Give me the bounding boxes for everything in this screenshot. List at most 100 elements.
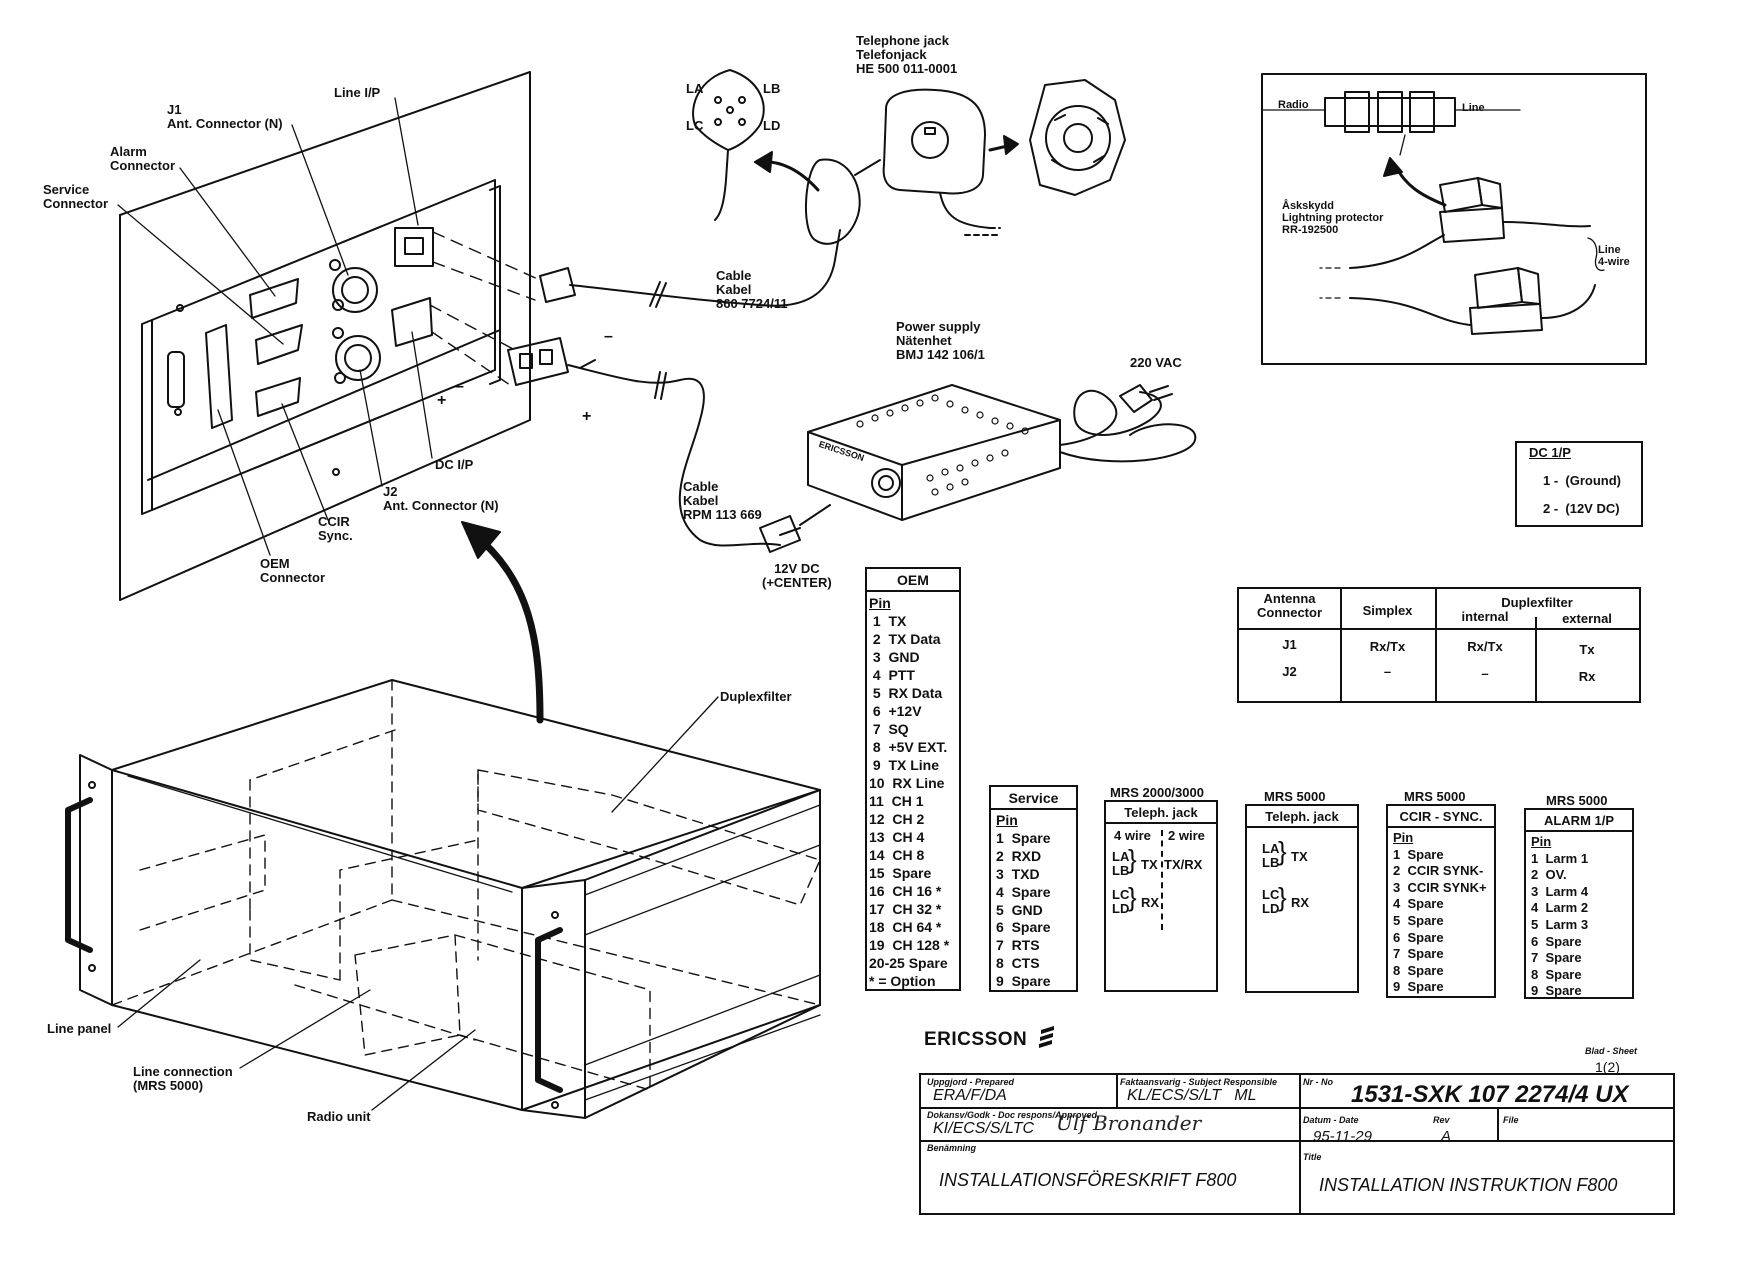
document-number: 1531-SXK 107 2274/4 UX: [1351, 1081, 1629, 1108]
inset-label-protector: Åskskydd Lightning protector RR-192500: [1282, 200, 1384, 236]
label-j2: J2 Ant. Connector (N): [383, 484, 499, 513]
rev-value: A: [1441, 1128, 1452, 1145]
oem-pin-row: 14 CH 8: [869, 847, 925, 863]
mrs2000-lc-ld: LC LD: [1112, 887, 1130, 916]
label-plus-b: +: [582, 408, 592, 425]
service-pin-row: 1 Spare: [996, 829, 1051, 846]
antenna-header-simplex: Simplex: [1362, 603, 1413, 618]
alarm-pin-row: 8 Spare: [1531, 966, 1582, 982]
label-ld: LD: [763, 118, 781, 133]
antenna-j2-connector: J2: [1282, 664, 1297, 679]
mrs2000-caption: MRS 2000/3000: [1110, 785, 1204, 800]
dc-ip-row-1: 1 - (Ground): [1543, 473, 1621, 488]
inset-label-radio: Radio: [1278, 99, 1309, 111]
mrs5000-tx: TX: [1291, 849, 1308, 864]
mrs2000-brace-1: }: [1128, 844, 1137, 874]
label-12v-dc: 12V DC (+CENTER): [762, 561, 832, 590]
mrs2000-col-2wire: 2 wire: [1168, 828, 1205, 843]
label-radio-unit: Radio unit: [307, 1109, 371, 1124]
rear-panel: [119, 71, 531, 601]
ccir-pin-row: 9 Spare: [1393, 979, 1444, 995]
ccir-pin-row: 3 CCIR SYNK+: [1393, 879, 1487, 895]
oem-pin-row: 8 +5V EXT.: [869, 739, 948, 755]
title-block: Uppgjord - Prepared ERA/F/DA Faktaansvar…: [919, 1073, 1675, 1215]
antenna-j1-simplex: Rx/Tx: [1369, 639, 1406, 654]
service-title: Service: [991, 787, 1076, 810]
mrs5000-rx: RX: [1291, 895, 1310, 910]
ccir-pin-row: 1 Spare: [1393, 846, 1444, 862]
service-pin-row: 3 TXD: [996, 865, 1040, 882]
mrs5000-lc-ld: LC LD: [1262, 887, 1280, 916]
label-j1: J1 Ant. Connector (N): [167, 102, 283, 131]
mrs5000-la-lb: LA LB: [1262, 841, 1280, 870]
label-lb: LB: [763, 81, 781, 96]
date-value: 95-11-29: [1313, 1128, 1372, 1145]
oem-pin-row: 10 RX Line: [869, 775, 945, 791]
alarm-title: ALARM 1/P: [1526, 810, 1632, 832]
date-label: Datum - Date: [1303, 1115, 1359, 1125]
label-power-supply: Power supply Nätenhet BMJ 142 106/1: [896, 319, 985, 362]
label-cable-kabel-1: Cable Kabel 860 7724/11: [716, 268, 788, 311]
oem-pin-row: 1 TX: [869, 613, 907, 629]
antenna-j2-simplex: –: [1383, 664, 1392, 679]
service-pin-row: 5 GND: [996, 901, 1043, 918]
label-lc: LC: [686, 118, 704, 133]
alarm-pin-row: 1 Larm 1: [1531, 850, 1589, 866]
ccir-pin-row: 8 Spare: [1393, 962, 1444, 978]
antenna-j2-external: Rx: [1578, 669, 1596, 684]
oem-pin-row: 3 GND: [869, 649, 920, 665]
oem-pin-header: Pin: [869, 595, 891, 611]
ccir-title: CCIR - SYNC.: [1388, 806, 1494, 828]
oem-pin-row: 6 +12V: [869, 703, 922, 719]
label-minus-b: –: [604, 328, 613, 345]
alarm-pin-row: 6 Spare: [1531, 933, 1582, 949]
alarm-pin-row: 2 OV.: [1531, 867, 1567, 883]
oem-pin-row: 13 CH 4: [869, 829, 925, 845]
alarm-pin-row: 5 Larm 3: [1531, 916, 1589, 932]
oem-pin-row: 7 SQ: [869, 721, 909, 737]
oem-pin-table: OEM Pin 1 TX 2 TX Data 3 GND 4 PTT 5 RX …: [865, 567, 961, 991]
service-pin-row: 2 RXD: [996, 847, 1042, 864]
mrs5000-brace-1: }: [1278, 836, 1287, 866]
label-ccir-sync: CCIR Sync.: [318, 514, 353, 543]
ccir-caption: MRS 5000: [1404, 789, 1466, 804]
mrs5000-teleph-table: Teleph. jack LA LB } TX LC LD } RX: [1245, 804, 1359, 993]
responsible-value: KL/ECS/S/LT ML: [1127, 1087, 1257, 1104]
benamning-value: INSTALLATIONSFÖRESKRIFT F800: [939, 1170, 1237, 1190]
label-line-panel: Line panel: [47, 1021, 112, 1036]
label-dc-ip: DC I/P: [435, 457, 474, 472]
label-220vac: 220 VAC: [1130, 355, 1182, 370]
oem-pin-row: 18 CH 64 *: [869, 919, 942, 935]
ccir-pin-row: 2 CCIR SYNK-: [1393, 863, 1484, 879]
service-pin-header: Pin: [996, 812, 1018, 828]
mrs2000-brace-2: }: [1128, 882, 1137, 912]
prepared-value: ERA/F/DA: [933, 1087, 1007, 1104]
antenna-j1-internal: Rx/Tx: [1467, 639, 1503, 654]
service-pin-row: 4 Spare: [996, 883, 1051, 900]
alarm-pin-row: 7 Spare: [1531, 950, 1582, 966]
ericsson-logo: ERICSSON: [924, 1026, 1055, 1054]
label-duplexfilter: Duplexfilter: [720, 689, 792, 704]
ccir-pin-row: 6 Spare: [1393, 929, 1444, 945]
mrs2000-la-lb: LA LB: [1112, 849, 1130, 878]
label-line-connection: Line connection (MRS 5000): [133, 1064, 233, 1093]
oem-pin-row: 16 CH 16 *: [869, 883, 942, 899]
oem-pin-row: 20-25 Spare: [869, 955, 948, 971]
mrs2000-tx: TX: [1141, 857, 1158, 872]
oem-pin-row: 4 PTT: [869, 667, 915, 683]
service-pin-row: 9 Spare: [996, 973, 1051, 990]
ccir-pin-row: 7 Spare: [1393, 946, 1444, 962]
service-pin-row: 7 RTS: [996, 937, 1040, 954]
alarm-pin-row: 3 Larm 4: [1531, 883, 1589, 899]
dc-ip-row-2: 2 - (12V DC): [1543, 501, 1620, 516]
alarm-caption: MRS 5000: [1546, 793, 1608, 808]
alarm-pin-header: Pin: [1531, 834, 1552, 849]
dc-ip-title: DC 1/P: [1529, 445, 1571, 460]
oem-pin-row: 9 TX Line: [869, 757, 940, 773]
oem-title: OEM: [867, 569, 959, 592]
label-alarm-connector: Alarm Connector: [110, 144, 175, 173]
antenna-j2-internal: –: [1481, 666, 1489, 681]
antenna-j1-connector: J1: [1282, 637, 1297, 652]
oem-pin-row: 15 Spare: [869, 865, 932, 881]
